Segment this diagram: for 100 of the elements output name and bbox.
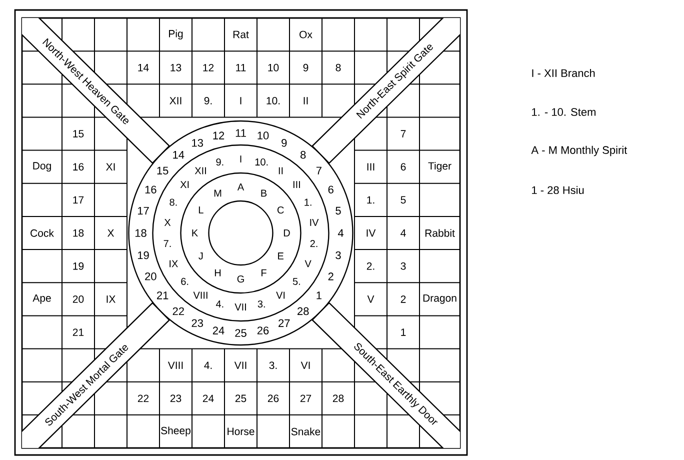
cell-label: 26 <box>268 394 279 402</box>
legend-entry: I - XII Branch <box>532 68 595 78</box>
ring-label: VI <box>276 292 285 299</box>
ring-label: 20 <box>145 272 156 280</box>
cell-label: Dog <box>33 162 51 172</box>
cell-label: Tiger <box>428 162 452 172</box>
cell-label: 11 <box>236 64 246 72</box>
ring-label: 26 <box>257 326 269 334</box>
cell-label: Horse <box>228 428 254 436</box>
ring-label: A <box>237 184 244 190</box>
cell-label: XI <box>106 163 115 170</box>
ring-label: 3. <box>258 300 265 308</box>
ring-label: 12 <box>213 132 224 140</box>
ring-label: IV <box>310 219 319 226</box>
ring-label: 24 <box>212 326 224 334</box>
cell-label: 5 <box>400 196 406 204</box>
ring-label: 9 <box>282 139 287 147</box>
cell-label: Dragon <box>423 294 456 304</box>
ring-label: 9. <box>216 158 224 166</box>
ring-label: D <box>284 230 290 236</box>
ring-label: VII <box>234 304 246 310</box>
ring-label: 23 <box>192 319 203 327</box>
cell-label: 10. <box>266 96 280 104</box>
cell-label: 12 <box>203 64 214 72</box>
cell-label: 20 <box>72 295 84 303</box>
cell-label: 16 <box>73 163 84 171</box>
cell-label: VII <box>234 362 246 369</box>
ring-label: K <box>192 230 198 236</box>
ring-label: L <box>198 206 204 214</box>
ring-label: 7. <box>164 240 171 247</box>
ring-label: 2 <box>328 272 334 280</box>
ring-label: 13 <box>192 139 203 147</box>
ring-label: 18 <box>135 229 146 237</box>
cell-label: III <box>367 163 374 170</box>
cell-label: VIII <box>168 362 183 369</box>
cell-label: 10 <box>268 64 279 72</box>
ring-label: J <box>198 252 203 260</box>
cell-label: I <box>240 97 242 104</box>
cell-label: V <box>367 296 374 303</box>
cell-label: 7 <box>400 130 406 138</box>
ring-label: E <box>278 252 284 260</box>
cell-label: 24 <box>202 394 214 402</box>
ring-label: 6. <box>181 278 188 285</box>
cell-label: 1 <box>401 328 406 336</box>
cell-label: Rabbit <box>425 229 455 237</box>
ring-label: M <box>214 190 222 197</box>
ring-label: 4 <box>338 229 344 237</box>
ring-label: V <box>304 260 312 268</box>
cell-label: IV <box>366 229 376 237</box>
ring-label: G <box>237 275 244 283</box>
ring-label: 4. <box>216 300 224 308</box>
ring-label: XII <box>194 167 206 174</box>
ring-label: XI <box>180 181 189 188</box>
cell-label: 3 <box>400 262 406 270</box>
ring-label: 16 <box>145 186 156 194</box>
ring-label: 8. <box>170 198 177 206</box>
cell-label: 9. <box>204 96 212 104</box>
ring-label: 25 <box>235 329 246 337</box>
cell-label: Ox <box>300 30 312 38</box>
cell-label: 19 <box>73 262 84 270</box>
ring-label: III <box>293 181 300 188</box>
ring-label: 11 <box>236 129 246 137</box>
legend-entry: 1 - 28 Hsiu <box>532 186 584 194</box>
ring-label: 27 <box>278 319 290 327</box>
ring-label: VIII <box>193 292 208 299</box>
cell-label: 25 <box>235 394 246 402</box>
cell-label: 2. <box>366 262 374 270</box>
ring-label: 17 <box>138 206 149 215</box>
cell-label: 6 <box>400 163 406 171</box>
cell-label: 22 <box>138 394 149 402</box>
ring-label: 10. <box>255 158 268 166</box>
cell-label: 2 <box>400 296 406 303</box>
ring-label: 5 <box>336 206 341 215</box>
ring-label: 10 <box>258 132 269 140</box>
ring-label: I <box>240 156 242 162</box>
cell-label: 8 <box>336 64 341 72</box>
ring-label: H <box>214 269 221 276</box>
ring-label: 6 <box>328 186 334 194</box>
cell-label: X <box>107 229 114 237</box>
cell-label: 14 <box>138 64 149 72</box>
cell-label: 3. <box>269 362 277 370</box>
legend-entry: 1. - 10. Stem <box>532 108 596 116</box>
cell-label: Ape <box>32 294 51 304</box>
cell-label: 4. <box>204 362 212 369</box>
ring-label: 19 <box>138 251 149 260</box>
cell-label: 17 <box>73 196 84 204</box>
ring-label: B <box>261 190 267 197</box>
cell-label: Cock <box>30 229 54 237</box>
cell-label: Rat <box>233 30 249 38</box>
cell-label: 18 <box>73 229 84 237</box>
cell-label: 21 <box>72 328 84 336</box>
cell-label: 15 <box>73 130 84 138</box>
ring-label: IX <box>170 260 178 268</box>
cell-label: 28 <box>332 394 344 402</box>
ring-label: II <box>278 167 283 174</box>
ring-label: 2. <box>310 240 318 248</box>
ring-label: F <box>262 269 266 276</box>
cell-label: IX <box>106 296 116 303</box>
cell-label: Pig <box>169 30 183 40</box>
ring-label: 3 <box>336 251 341 260</box>
